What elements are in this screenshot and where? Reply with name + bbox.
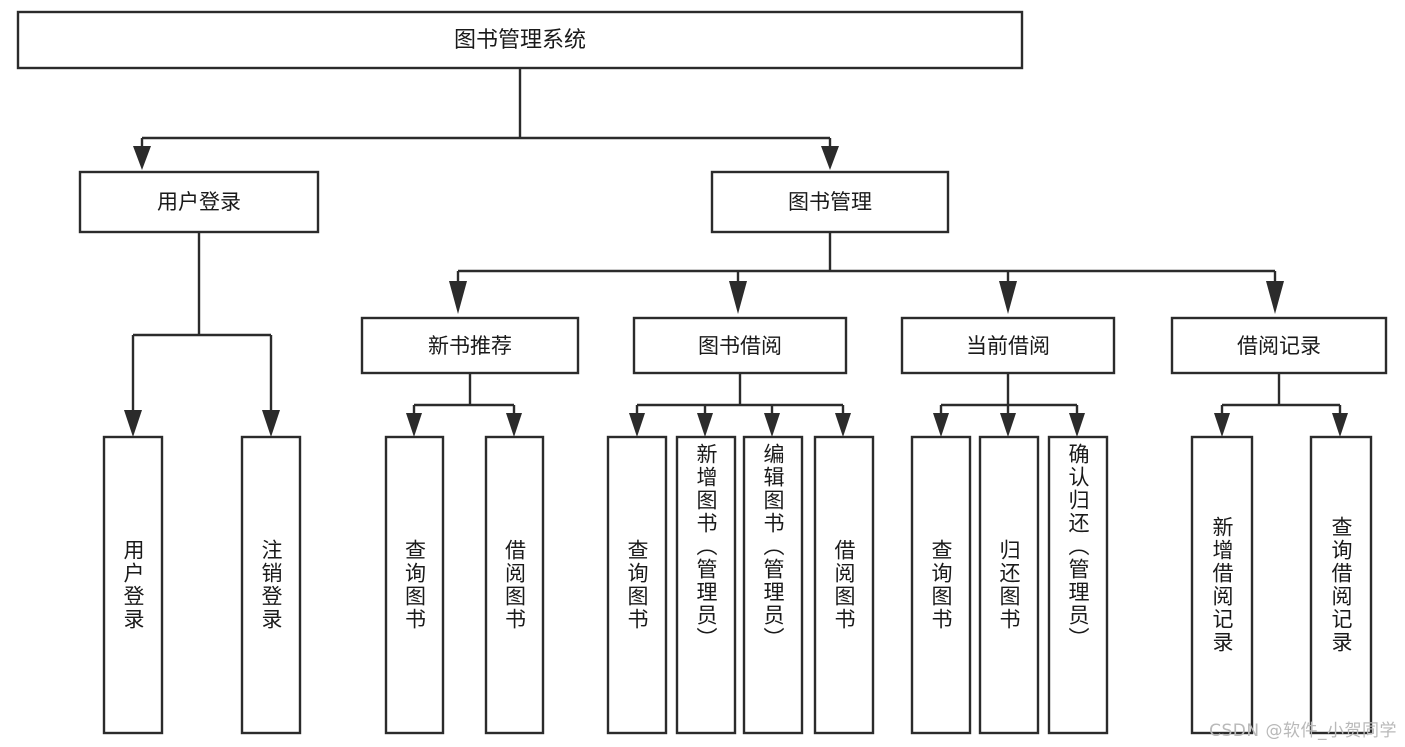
- arrow-head-icon-to-new-book: [449, 281, 467, 314]
- node-label-book-borrow: 图书借阅: [698, 334, 782, 358]
- node-box-leaf-borrow-book-2[interactable]: [813, 435, 875, 735]
- node-box-leaf-query-book-3[interactable]: [910, 435, 972, 735]
- node-label-borrow-record: 借阅记录: [1237, 334, 1321, 358]
- node-box-leaf-query-book-2[interactable]: [606, 435, 668, 735]
- node-box-leaf-add-borrow-record[interactable]: [1190, 435, 1254, 735]
- arrow-head-icon-to-book-borrow: [729, 281, 747, 314]
- arrow-head-icon-to-book-manage: [821, 146, 839, 170]
- connector-book-manage-to-level3: [449, 232, 1284, 314]
- arrow-head-icon-borrowrecord-leaf-2: [1332, 413, 1348, 437]
- arrow-head-icon-user-leaf-1: [124, 410, 142, 437]
- node-user-login[interactable]: 用户登录: [78, 170, 320, 234]
- node-label-current-borrow: 当前借阅: [966, 334, 1050, 358]
- node-label-book-manage: 图书管理: [788, 190, 872, 214]
- node-box-leaf-logout[interactable]: [240, 435, 302, 735]
- node-box-borrow-record[interactable]: [1170, 316, 1388, 375]
- node-box-leaf-confirm-return-admin[interactable]: [1047, 435, 1109, 735]
- arrow-head-icon-borrowrecord-leaf-1: [1214, 413, 1230, 437]
- arrow-head-icon-to-user-login: [133, 146, 151, 170]
- node-new-book-recommend[interactable]: 新书推荐: [360, 316, 580, 375]
- node-label-user-login: 用户登录: [157, 190, 241, 214]
- connector-user-login-to-leaves: [124, 232, 280, 437]
- arrow-head-icon-newbook-leaf-2: [506, 413, 522, 437]
- connector-root-to-level2: [133, 68, 839, 170]
- node-box-leaf-query-borrow-record[interactable]: [1309, 435, 1373, 735]
- connector-current-borrow-to-leaves: [933, 373, 1085, 437]
- node-box-leaf-edit-book-admin[interactable]: [742, 435, 804, 735]
- node-box-leaf-user-login[interactable]: [102, 435, 164, 735]
- arrow-head-icon-to-borrow-record: [1266, 281, 1284, 314]
- arrow-head-icon-currentborrow-leaf-3: [1069, 413, 1085, 437]
- connector-book-borrow-to-leaves: [629, 373, 851, 437]
- node-box-root[interactable]: [16, 10, 1024, 70]
- node-box-leaf-add-book-admin[interactable]: [675, 435, 737, 735]
- arrow-head-icon-newbook-leaf-1: [406, 413, 422, 437]
- node-current-borrow[interactable]: 当前借阅: [900, 316, 1116, 375]
- arrow-head-icon-currentborrow-leaf-1: [933, 413, 949, 437]
- arrow-head-icon-to-current-borrow: [999, 281, 1017, 314]
- arrow-head-icon-user-leaf-2: [262, 410, 280, 437]
- node-box-book-borrow[interactable]: [632, 316, 848, 375]
- node-borrow-record[interactable]: 借阅记录: [1170, 316, 1388, 375]
- node-root-system[interactable]: 图书管理系统: [16, 10, 1024, 70]
- node-box-new-book-recommend[interactable]: [360, 316, 580, 375]
- leaf-boxes-group: [102, 435, 1373, 735]
- arrow-head-icon-bookborrow-leaf-4: [835, 413, 851, 437]
- node-box-leaf-query-book-1[interactable]: [384, 435, 445, 735]
- node-book-borrow[interactable]: 图书借阅: [632, 316, 848, 375]
- node-box-leaf-borrow-book-1[interactable]: [484, 435, 545, 735]
- node-label-root: 图书管理系统: [454, 28, 586, 53]
- node-book-manage[interactable]: 图书管理: [710, 170, 950, 234]
- arrow-head-icon-bookborrow-leaf-1: [629, 413, 645, 437]
- node-label-new-book-recommend: 新书推荐: [428, 334, 512, 358]
- arrow-head-icon-bookborrow-leaf-2: [697, 413, 713, 437]
- arrow-head-icon-currentborrow-leaf-2: [1000, 413, 1016, 437]
- connector-borrow-record-to-leaves: [1214, 373, 1348, 437]
- connector-new-book-to-leaves: [406, 373, 522, 437]
- node-box-book-manage[interactable]: [710, 170, 950, 234]
- node-box-current-borrow[interactable]: [900, 316, 1116, 375]
- arrow-head-icon-bookborrow-leaf-3: [764, 413, 780, 437]
- node-box-leaf-return-book[interactable]: [978, 435, 1040, 735]
